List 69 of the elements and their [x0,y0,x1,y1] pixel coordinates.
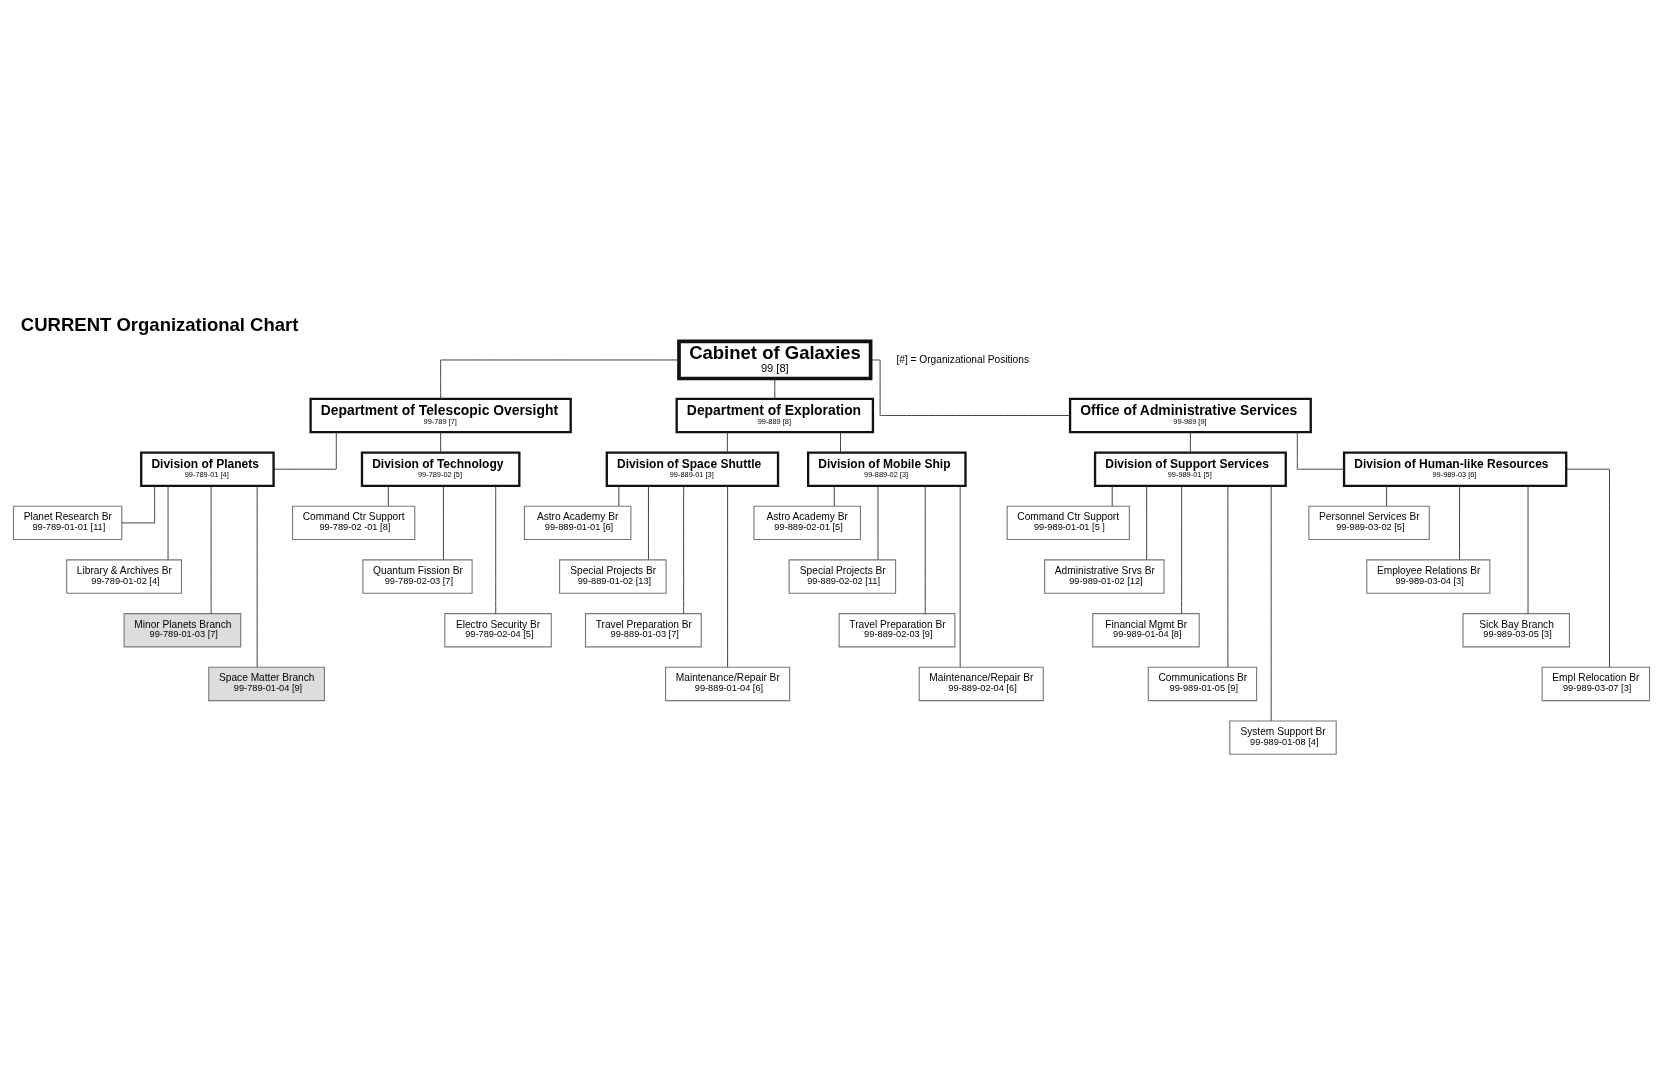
connector [167,485,169,560]
connector [1189,431,1191,453]
node-box: Electro Security Br 99-789-02-04 [5] [444,612,552,647]
connector [1459,485,1460,560]
node-box: Division of Human-like Resources 99-989-03 [6] [1342,450,1568,487]
label: [#] = Organizational Positions [896,353,1029,365]
connector [727,485,729,668]
connector [256,485,258,668]
node-box: Minor Planets Branch 99-789-01-03 [7] [123,612,242,647]
connector [273,431,337,470]
node-box: Astro Academy Br 99-889-01-01 [6] [523,505,632,540]
connector [870,359,1071,416]
connector [959,485,961,668]
node-box: Command Ctr Support 99-989-01-01 [5 ] [1006,505,1130,540]
connector [387,484,389,506]
node-box: Cabinet of Galaxies 99 [8] [677,339,873,380]
node-box: Maintenance/Repair Br 99-889-02-04 [6] [918,666,1044,701]
node-box: Division of Support Services 99-989-01 [5] [1093,450,1287,487]
node-box: Travel Preparation Br 99-889-02-03 [9] [838,612,956,647]
node-box: Division of Space Shuttle 99-889-01 [3] [605,450,780,487]
node-box: Planet Research Br 99-789-01-01 [11] [12,505,123,540]
connector [440,359,680,399]
connector [1146,485,1148,560]
node-box: Department of Telescopic Oversight 99-789 [7] [309,397,572,433]
connector [924,485,926,614]
diagram-title: CURRENT Organizational Chart [20,313,299,335]
node-box: Division of Mobile Ship 99-889-02 [3] [806,450,967,487]
node-box: Special Projects Br 99-889-02-02 [11] [788,558,897,594]
connector [877,485,879,560]
node-box: System Support Br 99-989-01-08 [4] [1229,719,1337,755]
connector [726,431,728,453]
connector [1227,485,1229,668]
connector [1296,431,1345,470]
connector [1181,485,1183,614]
connector [1566,468,1610,668]
node-box: Department of Exploration 99-889 [8] [675,397,875,433]
node-box: Command Ctr Support 99-789-02 -01 [8] [292,505,416,540]
node-box: Employee Relations Br 99-989-03-04 [3] [1366,558,1491,594]
node-box: Office of Administrative Services 99-989 [9] [1068,397,1312,433]
node-box: Division of Technology 99-789-02 [5] [360,450,521,487]
connector [442,485,444,560]
node-box: Communications Br 99-989-01-05 [9] [1147,666,1258,701]
node-box: Maintenance/Repair Br 99-889-01-04 [6] [665,666,791,701]
connector [495,485,497,614]
connector [1111,484,1113,506]
connector [774,377,776,399]
node-box: Personnel Services Br 99-989-03-02 [5] [1308,505,1430,540]
connector [648,485,649,560]
node-box: Administrative Srvs Br 99-989-01-02 [12] [1044,558,1165,594]
node-box: Sick Bay Branch 99-989-03-05 [3] [1462,612,1570,647]
node-box: Special Projects Br 99-889-01-02 [13] [559,558,667,594]
connector [618,484,620,506]
node-box: Space Matter Branch 99-789-01-04 [9] [208,666,326,701]
connector [1527,485,1529,614]
node-box: Library & Archives Br 99-789-01-02 [4] [66,558,183,594]
connector [683,485,685,614]
connector [840,431,841,453]
node-box: Travel Preparation Br 99-889-01-03 [7] [584,612,702,647]
node-box: Financial Mgmt Br 99-989-01-04 [8] [1092,612,1200,647]
node-box: Astro Academy Br 99-889-02-01 [5] [753,505,861,540]
node-box: Empl Relocation Br 99-989-03-07 [3] [1541,666,1651,701]
node-box: Quantum Fission Br 99-789-02-03 [7] [362,558,473,594]
connector [440,431,442,453]
connector [1386,484,1388,506]
node-box: Division of Planets 99-789-01 [4] [140,450,275,487]
connector [833,484,835,506]
connector [121,484,156,523]
connector [210,485,212,614]
connector [1270,485,1272,721]
